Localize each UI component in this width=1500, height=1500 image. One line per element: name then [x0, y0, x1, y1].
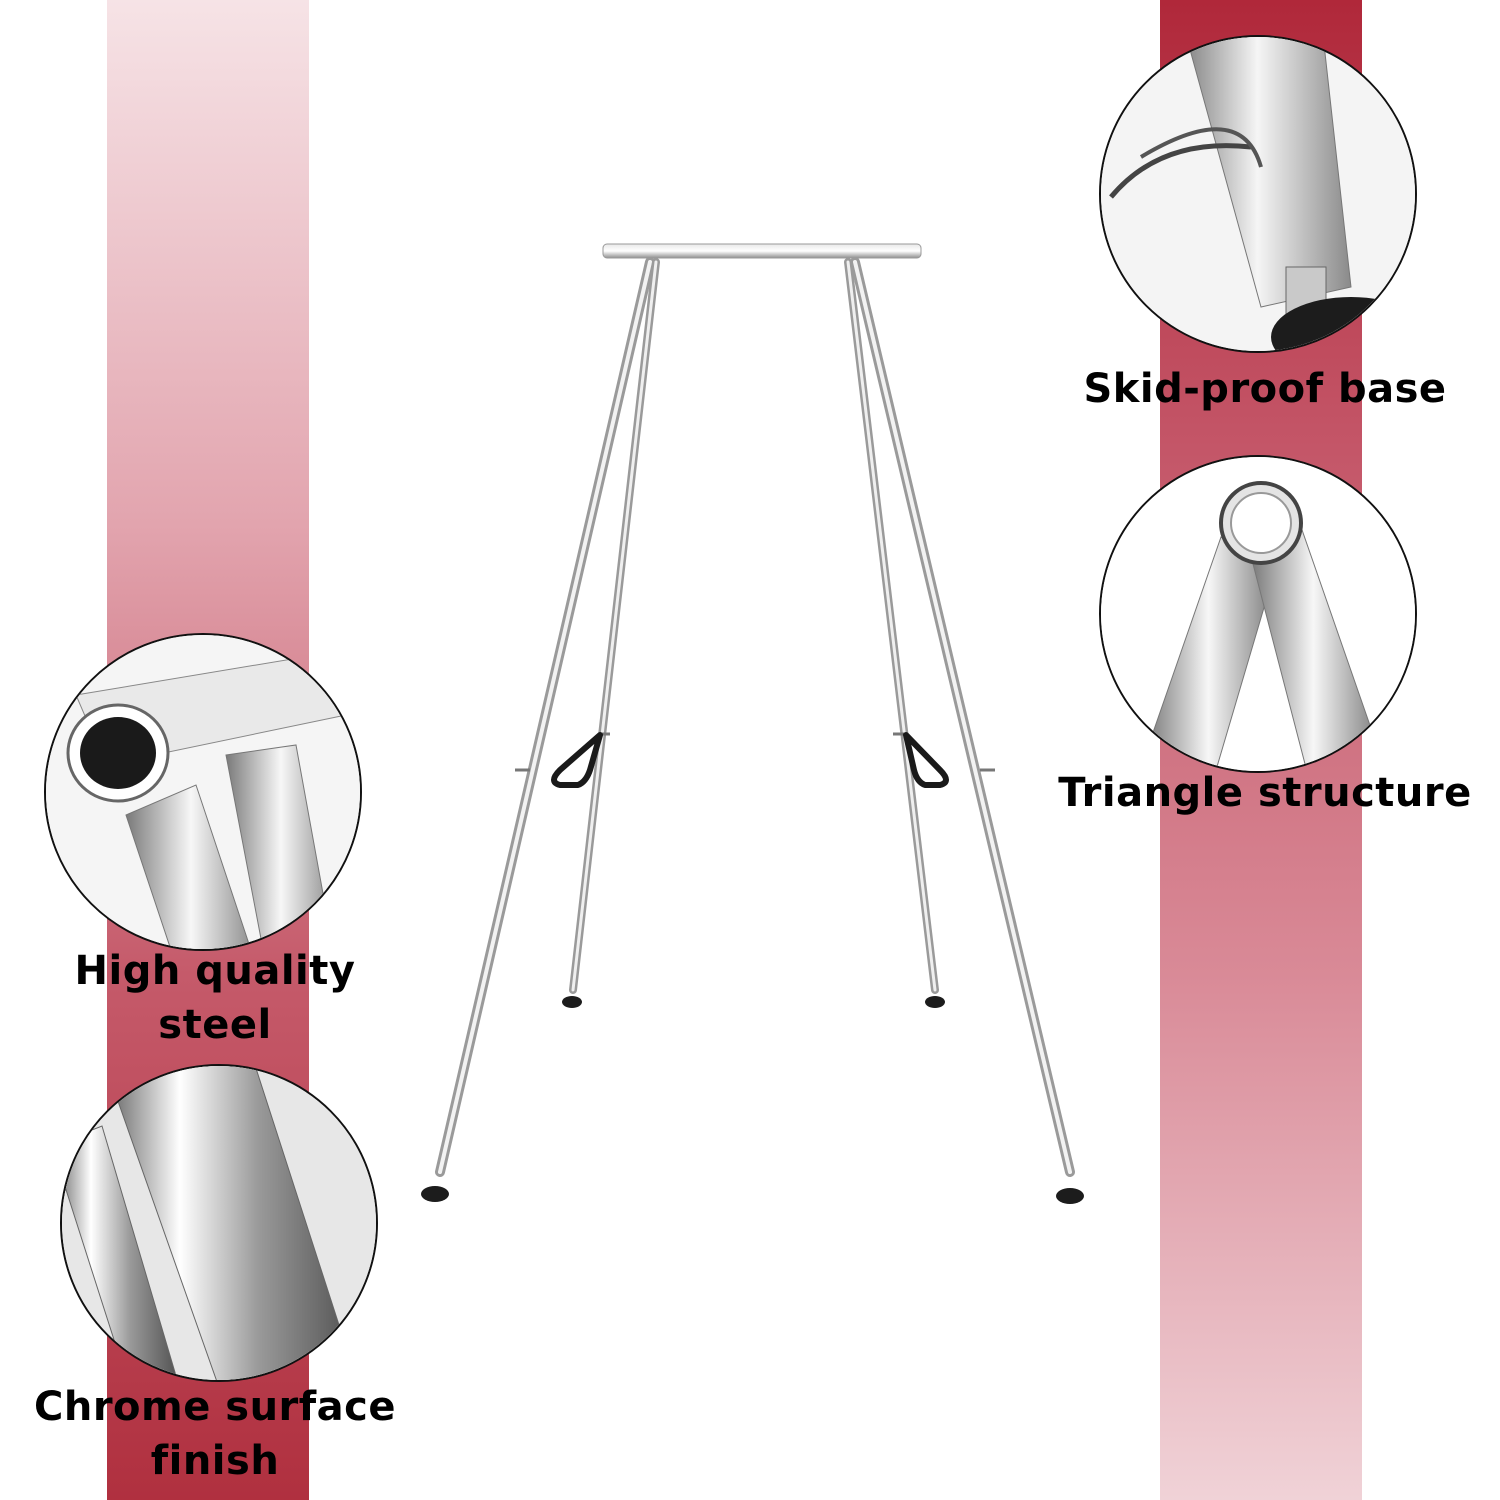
chrome-closeup [60, 1064, 378, 1382]
skid-proof-base-closeup [1099, 35, 1417, 353]
easel-left-strap [551, 732, 603, 788]
easel-foot [1056, 1188, 1084, 1204]
steel-caption-line1: High quality [74, 948, 356, 994]
steel-tube-icon [46, 635, 360, 949]
easel-foot [925, 996, 945, 1008]
triangle-structure-closeup [1099, 455, 1417, 773]
chrome-tube-icon [62, 1066, 376, 1380]
easel-foot [421, 1186, 449, 1202]
easel-foot [562, 996, 582, 1008]
steel-caption: High quality steel [20, 944, 410, 1052]
steel-caption-line2: steel [158, 1002, 272, 1048]
chrome-caption-line1: Chrome surface [33, 1384, 397, 1430]
chrome-caption: Chrome surface finish [15, 1380, 415, 1488]
easel-top-bar [602, 243, 922, 259]
steel-closeup [44, 633, 362, 951]
skid-proof-foot-icon [1101, 37, 1415, 351]
easel-right-strap [903, 732, 949, 788]
skid-proof-caption: Skid-proof base [1083, 366, 1447, 412]
triangle-joint-icon [1101, 457, 1415, 771]
chrome-caption-line2: finish [150, 1438, 280, 1484]
triangle-caption: Triangle structure [1058, 770, 1472, 816]
